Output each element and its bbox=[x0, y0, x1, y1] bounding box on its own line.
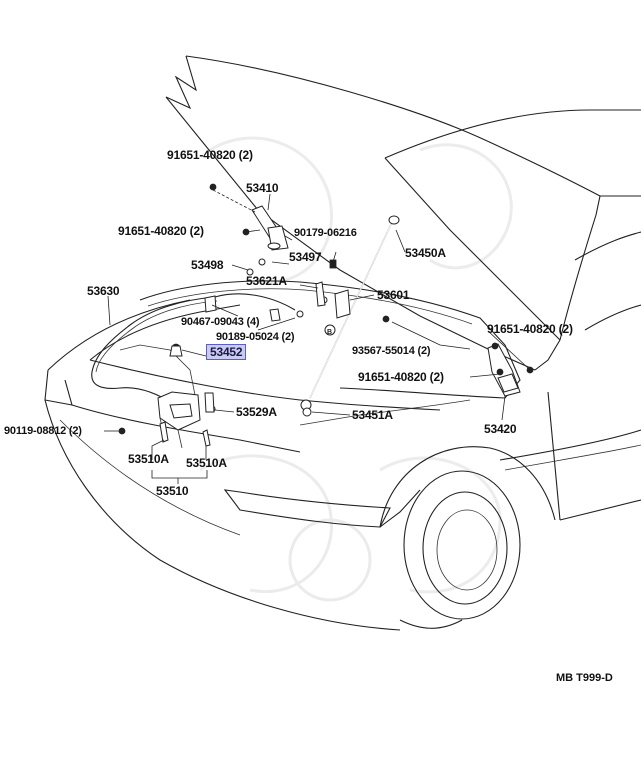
label-91651-40820-top: 91651-40820 (2) bbox=[167, 148, 253, 162]
label-90119-08812: 90119-08812 (2) bbox=[4, 425, 82, 437]
label-53630: 53630 bbox=[87, 284, 120, 298]
left-hood-hinge bbox=[209, 183, 337, 276]
label-93567-55014: 93567-55014 (2) bbox=[352, 345, 431, 357]
label-53450a: 53450A bbox=[405, 246, 446, 260]
label-91651-40820-left: 91651-40820 (2) bbox=[118, 224, 204, 238]
label-90189-05024: 90189-05024 (2) bbox=[216, 331, 295, 343]
svg-text:B: B bbox=[327, 329, 332, 336]
label-53621a: 53621A bbox=[246, 274, 287, 288]
label-53498: 53498 bbox=[191, 258, 224, 272]
hood-release-cable bbox=[91, 293, 296, 406]
label-53451a: 53451A bbox=[352, 408, 393, 422]
hood-panel bbox=[165, 55, 601, 371]
label-53452-highlighted: 53452 bbox=[206, 344, 247, 360]
label-53601: 53601 bbox=[377, 288, 410, 302]
label-90467-09043: 90467-09043 (4) bbox=[181, 316, 260, 328]
hood-support-rod bbox=[300, 215, 400, 411]
label-53420: 53420 bbox=[484, 422, 517, 436]
diagram-code: MB T999-D bbox=[556, 672, 613, 684]
hood-latch-assembly: B bbox=[118, 281, 390, 449]
label-53410: 53410 bbox=[246, 181, 279, 195]
label-53510a-right: 53510A bbox=[186, 456, 227, 470]
label-53510a-left: 53510A bbox=[128, 452, 169, 466]
label-91651-40820-right-lower: 91651-40820 (2) bbox=[358, 370, 444, 384]
label-53497: 53497 bbox=[289, 250, 322, 264]
label-91651-40820-right-upper: 91651-40820 (2) bbox=[487, 322, 573, 336]
label-53510: 53510 bbox=[156, 484, 189, 498]
right-hood-hinge bbox=[487, 342, 534, 397]
label-53529a: 53529A bbox=[236, 405, 277, 419]
label-90179-06216: 90179-06216 bbox=[294, 227, 357, 239]
leader-lines bbox=[104, 189, 529, 484]
car-body bbox=[44, 109, 641, 631]
